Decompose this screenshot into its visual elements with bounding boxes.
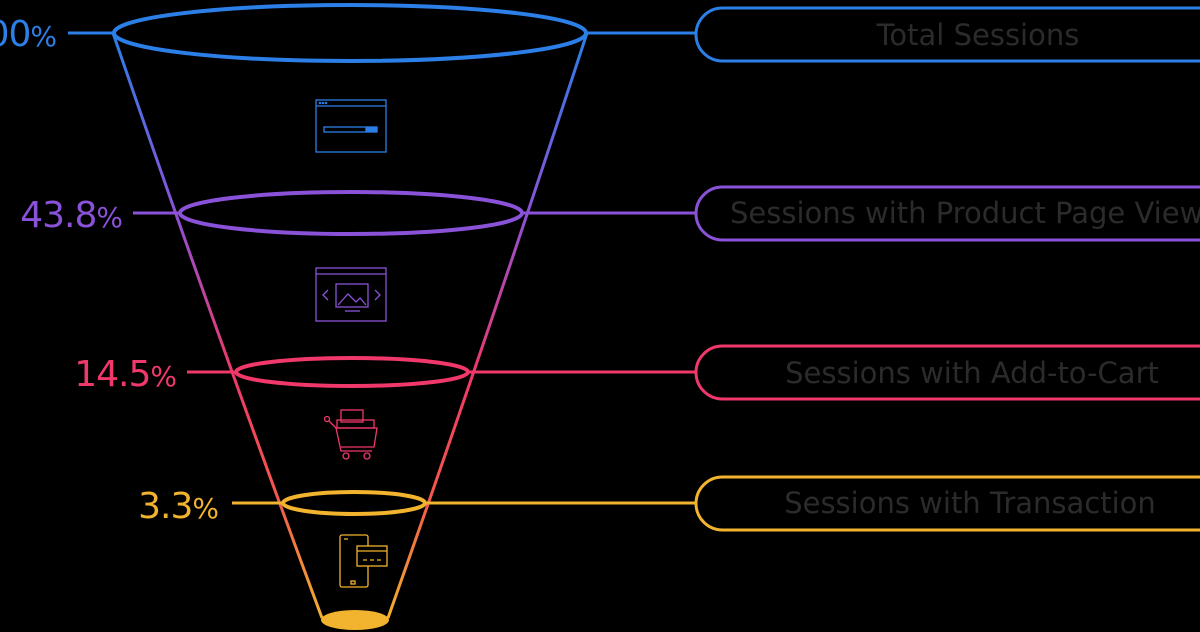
percent-label: 100% [0, 14, 56, 55]
funnel-ring [112, 3, 588, 63]
stage-product-page-views: 43.8% Sessions with Product Page Views [20, 185, 1200, 322]
funnel-right-side [386, 32, 589, 619]
stage-add-to-cart: 14.5% Sessions with Add-to-Cart [74, 344, 1200, 460]
stage-label: Sessions with Product Page Views [730, 196, 1200, 230]
percent-label: 43.8% [20, 195, 122, 236]
funnel-bottom [321, 610, 389, 630]
stage-label: Sessions with Add-to-Cart [785, 356, 1159, 390]
funnel-ring [281, 490, 427, 516]
funnel-left-side [111, 32, 324, 619]
stage-label-pill [694, 475, 1200, 532]
stage-label-pill [694, 344, 1200, 401]
percent-label: 14.5% [74, 354, 176, 395]
funnel-ring [234, 356, 470, 388]
stage-label-pill [694, 6, 1200, 63]
stage-transaction: 3.3% Sessions with Transaction [138, 475, 1200, 588]
stage-label: Sessions with Transaction [784, 486, 1156, 520]
product-page-image-icon [315, 267, 387, 322]
mobile-payment-card-icon [339, 534, 388, 588]
percent-label: 3.3% [138, 486, 218, 527]
browser-window-search-icon [315, 99, 387, 153]
shopping-cart-icon [323, 409, 378, 460]
stage-total-sessions: 100% Total Sessions [0, 3, 1200, 153]
stage-label: Total Sessions [876, 18, 1080, 52]
funnel-ring [178, 190, 524, 236]
stage-label-pill [694, 185, 1200, 242]
